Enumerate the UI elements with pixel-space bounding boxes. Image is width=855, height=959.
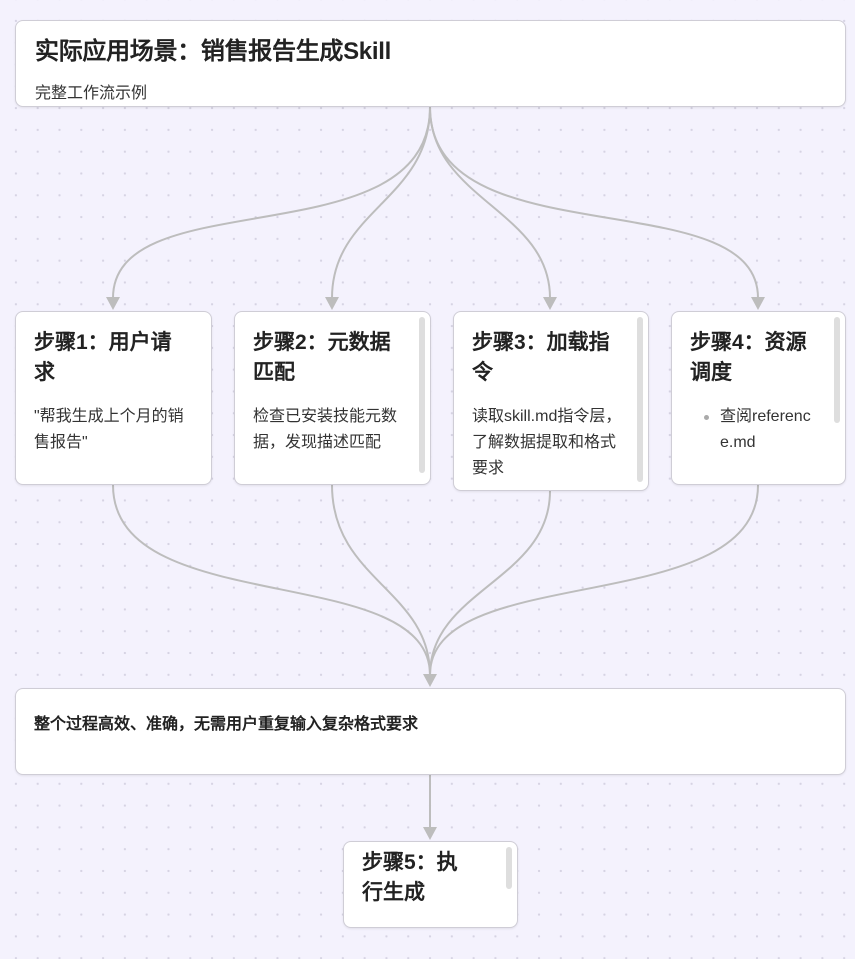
title-node[interactable]: 实际应用场景：销售报告生成Skill 完整工作流示例 [15, 20, 846, 107]
step-5-title: 步骤5：执行生成 [362, 851, 458, 904]
edge-step1-summary [112, 484, 431, 676]
step-2-scrollbar[interactable] [419, 317, 425, 473]
step-5-scrollbar[interactable] [506, 847, 512, 889]
edge-step4-summary [429, 484, 759, 676]
edge-title-step1 [112, 106, 431, 299]
arrowhead-icon [423, 827, 437, 840]
step-3-title: 步骤3：加载指令 [472, 331, 610, 384]
diagram-subtitle: 完整工作流示例 [35, 85, 148, 102]
arrowhead-icon [543, 297, 557, 310]
step-5-node[interactable]: 步骤5：执行生成 [343, 841, 518, 928]
step-3-body: 读取skill.md指令层，了解数据提取和格式要求 [472, 408, 622, 477]
edge-step3-summary [429, 490, 551, 676]
edge-title-step3 [429, 106, 551, 299]
summary-node[interactable]: 整个过程高效、准确，无需用户重复输入复杂格式要求 [15, 688, 846, 775]
step-2-body: 检查已安装技能元数据，发现描述匹配 [253, 408, 398, 451]
step-2-title: 步骤2：元数据匹配 [253, 331, 391, 384]
step-4-title: 步骤4：资源调度 [690, 331, 807, 384]
edge-step2-summary [331, 484, 431, 676]
step-4-bullet: 查阅reference.md [690, 404, 821, 456]
step-3-node[interactable]: 步骤3：加载指令 读取skill.md指令层，了解数据提取和格式要求 [453, 311, 649, 491]
step-3-scrollbar[interactable] [637, 317, 643, 482]
step-4-node[interactable]: 步骤4：资源调度 查阅reference.md [671, 311, 846, 485]
step-1-body: "帮我生成上个月的销售报告" [34, 408, 184, 451]
arrowhead-icon [325, 297, 339, 310]
arrowhead-icon [751, 297, 765, 310]
step-4-body: 查阅reference.md [690, 404, 821, 456]
arrowhead-icon [106, 297, 120, 310]
step-4-bullet-list: 查阅reference.md [690, 404, 821, 456]
step-1-title: 步骤1：用户请求 [34, 331, 172, 384]
arrowhead-icon [423, 674, 437, 687]
summary-text: 整个过程高效、准确，无需用户重复输入复杂格式要求 [34, 716, 419, 733]
step-2-node[interactable]: 步骤2：元数据匹配 检查已安装技能元数据，发现描述匹配 [234, 311, 431, 485]
diagram-title: 实际应用场景：销售报告生成Skill [35, 38, 391, 65]
edge-title-step2 [331, 106, 431, 299]
edge-title-step4 [429, 106, 759, 299]
step-1-node[interactable]: 步骤1：用户请求 "帮我生成上个月的销售报告" [15, 311, 212, 485]
step-4-scrollbar[interactable] [834, 317, 840, 423]
